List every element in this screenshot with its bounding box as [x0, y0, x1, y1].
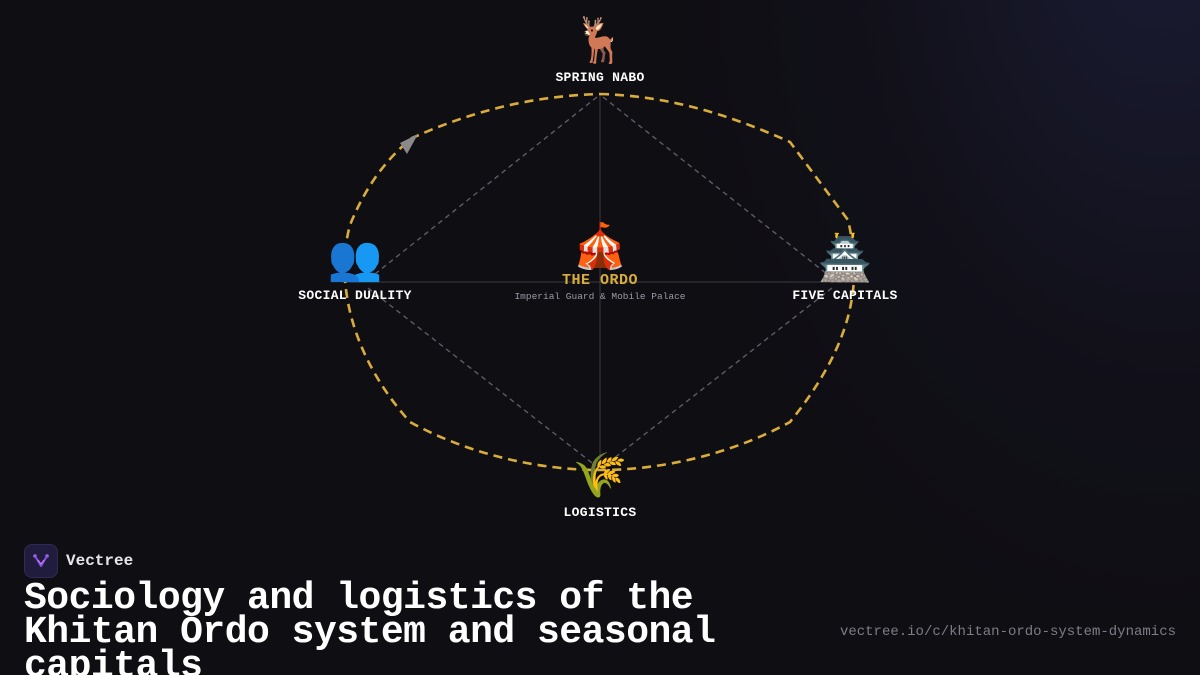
spoke-bottom-right: [603, 287, 833, 467]
brand: Vectree: [24, 544, 133, 578]
node-label-five-capitals: FIVE CAPITALS: [792, 288, 898, 303]
vectree-logo-icon: [24, 544, 58, 578]
node-spring-nabo: 🦌 SPRING NABO: [555, 15, 645, 86]
source-url[interactable]: vectree.io/c/khitan-ordo-system-dynamics: [839, 624, 1176, 640]
center-subtitle: Imperial Guard & Mobile Palace: [514, 291, 686, 302]
page-title: Sociology and logistics of the Khitan Or…: [24, 577, 716, 675]
node-the-ordo: 🎪 THE ORDO Imperial Guard & Mobile Palac…: [514, 221, 686, 303]
grain-icon: 🌾: [572, 450, 628, 501]
node-label-logistics: LOGISTICS: [563, 505, 637, 520]
node-label-spring-nabo: SPRING NABO: [555, 70, 645, 85]
node-logistics: 🌾 LOGISTICS: [563, 450, 637, 521]
castle-icon: 🏯: [817, 233, 873, 284]
deer-icon: 🦌: [572, 15, 628, 66]
spoke-top-left: [369, 96, 598, 279]
circus-tent-icon: 🎪: [572, 221, 628, 272]
vectree-logo-mark: [33, 554, 49, 567]
people-icon: 👥: [327, 233, 383, 284]
node-five-capitals: 🏯 FIVE CAPITALS: [792, 233, 898, 304]
center-title: THE ORDO: [561, 272, 638, 289]
node-social-duality: 👥 SOCIAL DUALITY: [298, 233, 412, 304]
spoke-bottom-left: [367, 287, 597, 467]
spoke-top-right: [602, 96, 833, 279]
cycle-direction-arrow: [400, 134, 418, 154]
brand-name: Vectree: [66, 552, 134, 570]
node-label-social-duality: SOCIAL DUALITY: [298, 288, 412, 303]
